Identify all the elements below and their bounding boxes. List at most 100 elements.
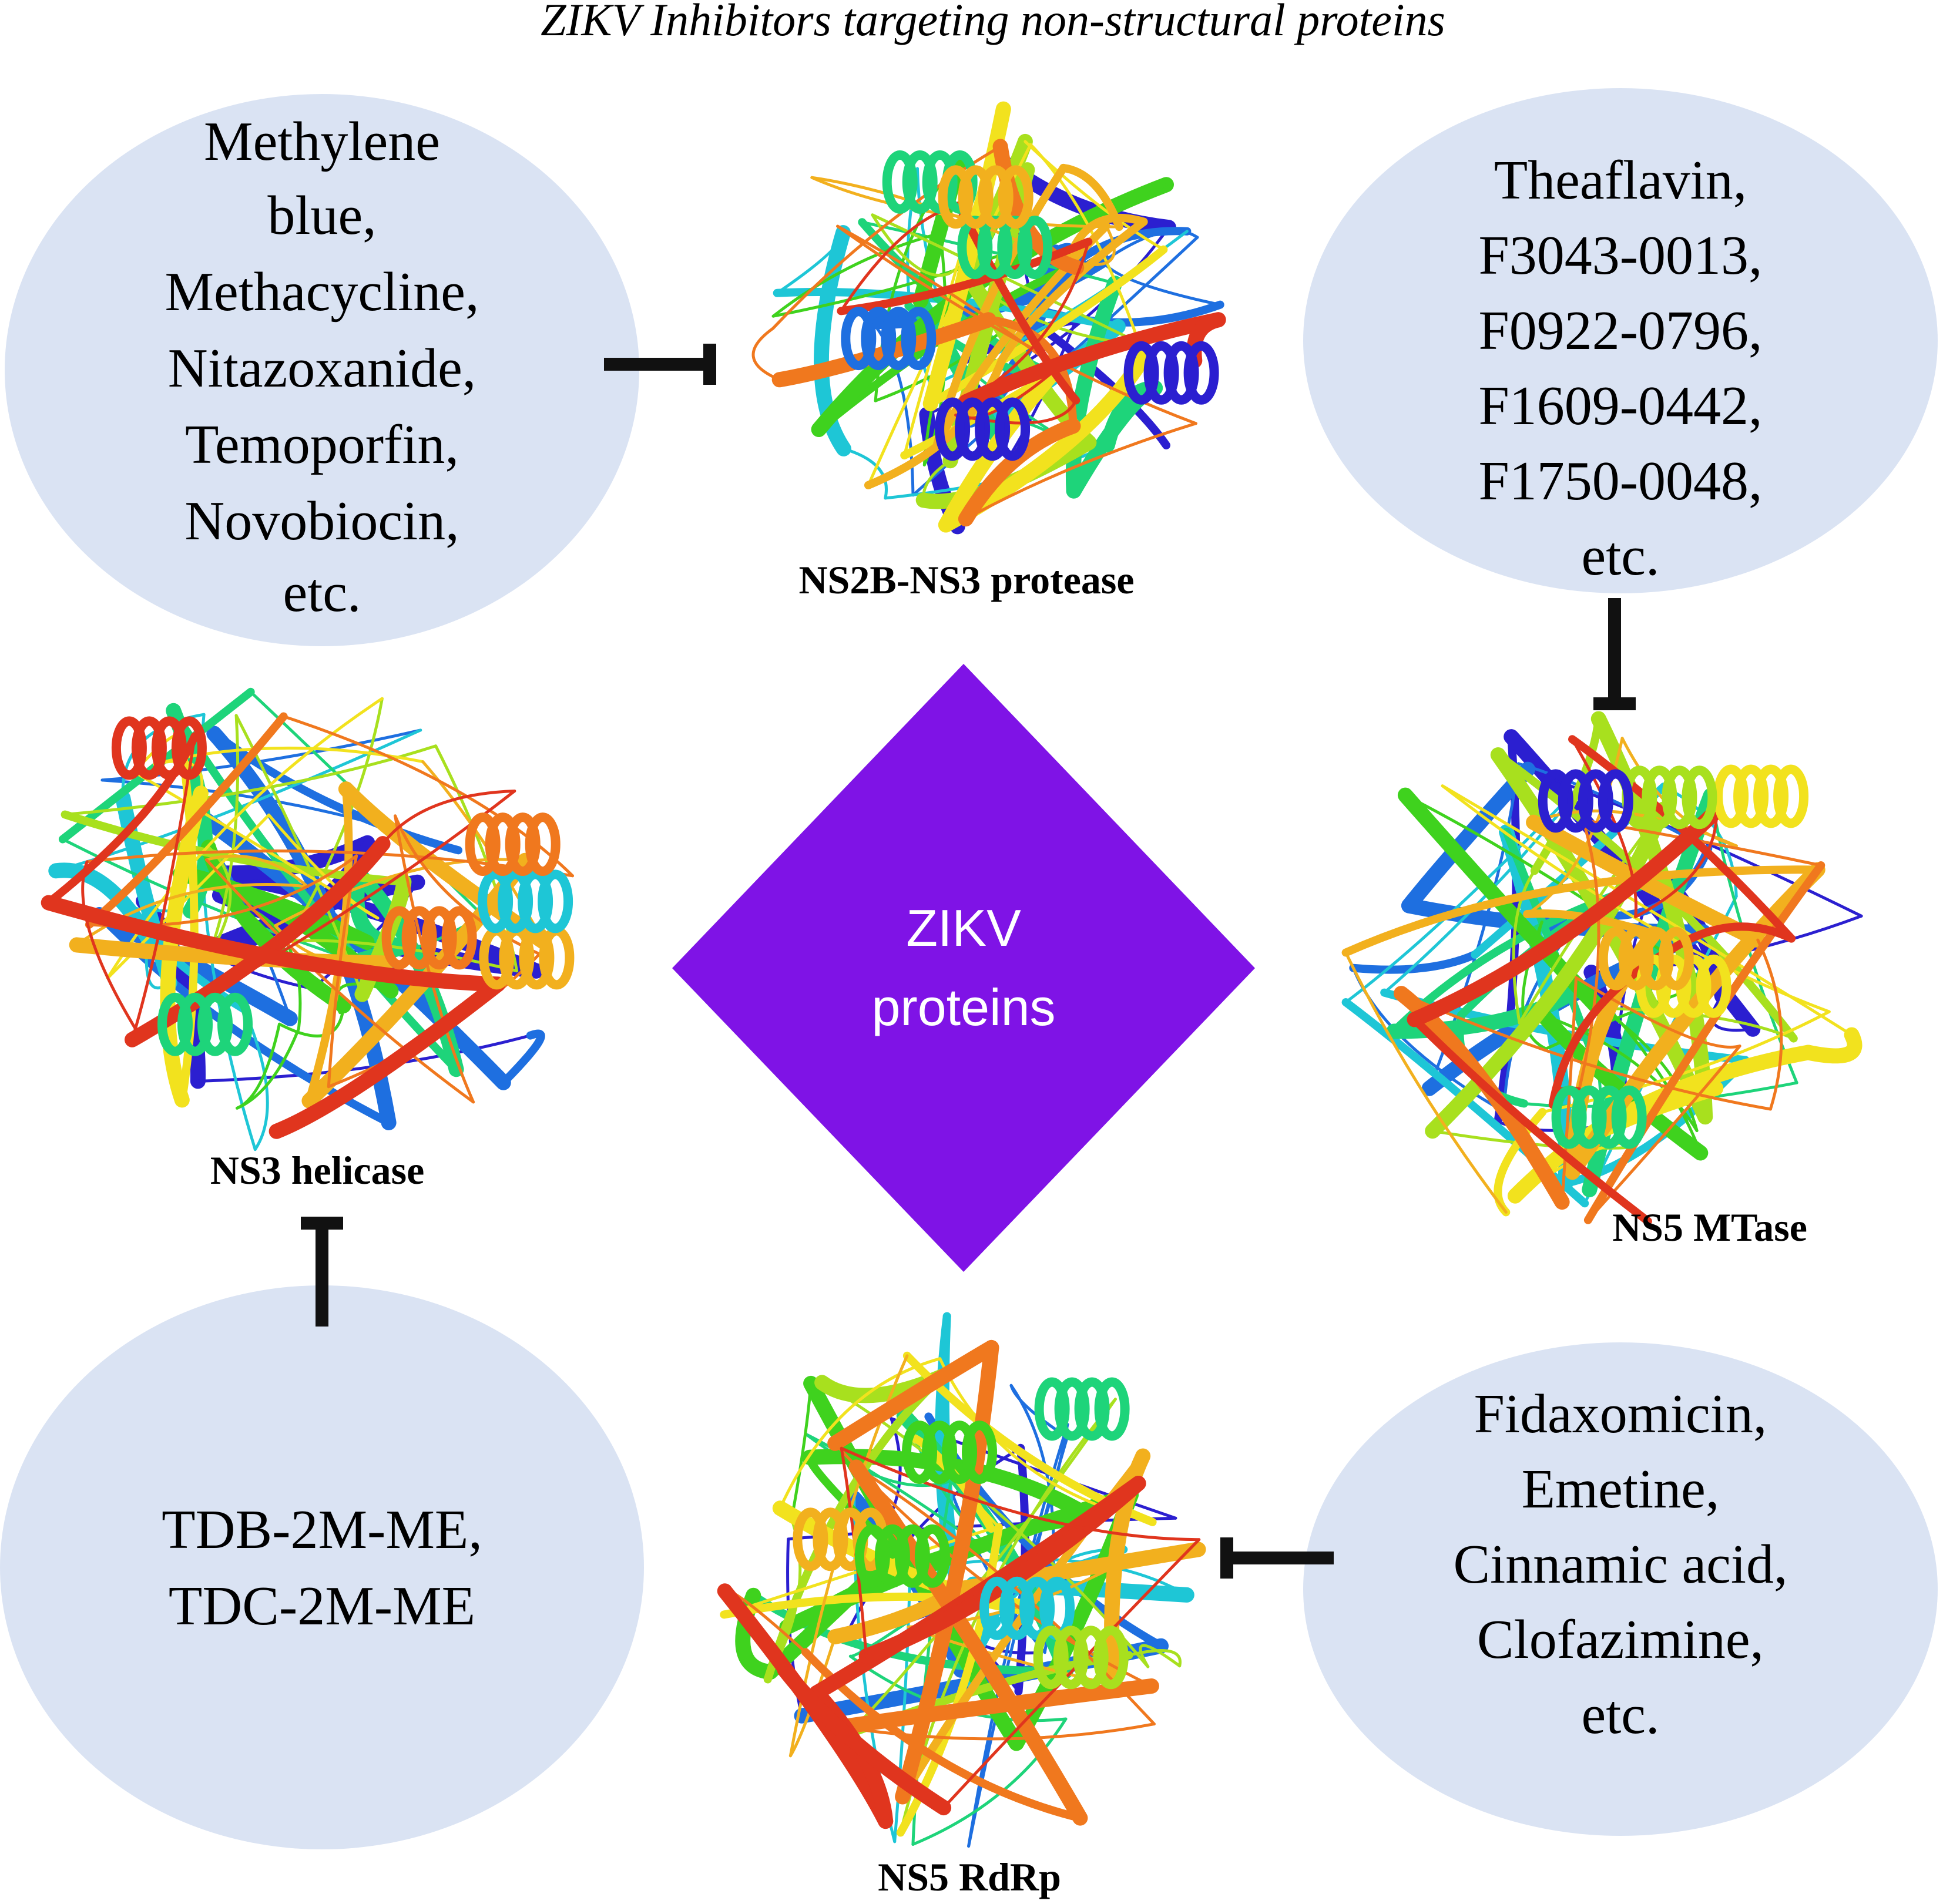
inhibitor-list-protease: Methylene blue, Methacycline, Nitazoxani… xyxy=(165,111,479,623)
helix-coil xyxy=(518,869,553,933)
ribbon-segment xyxy=(1565,862,1825,1180)
ribbon-segment xyxy=(840,1446,1201,1542)
inhibitor-list-helicase: TDB-2M-ME, TDC-2M-ME xyxy=(162,1499,482,1637)
ribbon-segment xyxy=(984,315,1078,431)
ribbon-segment xyxy=(751,327,781,381)
ribbon-segment xyxy=(394,814,541,956)
helix-coil xyxy=(1033,1626,1069,1690)
helix-coil xyxy=(1598,769,1633,833)
helix-coil xyxy=(1733,764,1769,828)
inhibitor-name: Methacycline, xyxy=(165,261,479,323)
helix-coil xyxy=(881,307,917,371)
ribbon-segment xyxy=(834,1678,1159,1735)
helix-coil xyxy=(525,812,561,877)
helix-coil xyxy=(1143,341,1179,405)
protein-label-ns5-rdrp: NS5 RdRp xyxy=(878,1855,1061,1899)
ribbon-segment xyxy=(1535,1008,1709,1161)
helix-coil xyxy=(421,906,457,970)
ribbon-segment xyxy=(1583,861,1825,1224)
ribbon-segment xyxy=(282,715,574,878)
ribbon-segment xyxy=(130,734,196,1042)
ribbon-segment xyxy=(269,976,506,1139)
helix-coil xyxy=(1638,926,1674,990)
ribbon-segment xyxy=(842,447,888,500)
ribbon-segment xyxy=(75,883,309,946)
helix-coil xyxy=(1682,765,1717,830)
ribbon-segment xyxy=(1127,1649,1182,1668)
helix-coil xyxy=(955,397,991,461)
ribbon-segment xyxy=(864,355,1006,489)
inhibitor-list-rdrp: Fidaxomicin, Emetine, Cinnamic acid, Clo… xyxy=(1453,1383,1787,1745)
helix-coil xyxy=(1618,926,1654,990)
helix-coil xyxy=(441,906,477,970)
helix-coil xyxy=(177,992,213,1056)
helix-coil xyxy=(1662,765,1697,830)
helix-coil xyxy=(157,992,193,1056)
inhibitor-bubble-helicase xyxy=(0,1285,644,1849)
helix-coil xyxy=(485,812,521,877)
ribbon-segment xyxy=(998,217,1148,364)
helix-coil xyxy=(539,926,575,990)
inhibitor-name: blue, xyxy=(267,185,376,246)
ribbon-segment xyxy=(778,1357,942,1510)
ribbon-segment xyxy=(1512,869,1536,1025)
protein-structure-ns3-helicase xyxy=(41,687,575,1151)
helix-coil xyxy=(922,1421,957,1485)
ribbon-segment xyxy=(1349,950,1479,974)
ribbon-segment xyxy=(1570,737,1637,919)
helix-coil xyxy=(1163,341,1199,405)
helix-coil xyxy=(538,869,573,933)
helix-coil xyxy=(942,1421,977,1485)
helix-coil xyxy=(1019,1576,1055,1640)
helix-coil xyxy=(1538,769,1573,833)
helix-coil xyxy=(1571,1085,1607,1149)
helix-coil xyxy=(1598,926,1634,990)
helix-coil xyxy=(995,397,1031,461)
helix-coil xyxy=(111,716,147,780)
ribbon-segment xyxy=(1341,865,1822,957)
inhibitor-name: TDC-2M-ME xyxy=(169,1576,475,1637)
ribbon-segment xyxy=(763,1372,946,1684)
helix-coil xyxy=(958,165,994,229)
ribbon-segment xyxy=(1578,818,1600,1090)
helix-coil xyxy=(1054,1377,1090,1441)
diagram-title: ZIKV Inhibitors targeting non-structural… xyxy=(541,0,1445,45)
ribbon-segment xyxy=(958,312,1226,409)
inhibitor-name: Methylene xyxy=(204,111,440,172)
ribbon-segment xyxy=(771,231,942,318)
helix-coil xyxy=(1591,1085,1627,1149)
inhibitor-name: F3043-0013, xyxy=(1478,225,1762,286)
inhibitor-name: Emetine, xyxy=(1522,1459,1720,1520)
helix-coil xyxy=(498,869,533,933)
helix-coil xyxy=(1773,764,1809,828)
inhibitor-bubble-protease xyxy=(5,94,639,646)
helix-coil xyxy=(505,812,541,877)
protein-label-ns2b-ns3-protease: NS2B-NS3 protease xyxy=(798,558,1134,602)
ribbon-segment xyxy=(499,1029,545,1087)
helix-coil xyxy=(1578,769,1613,833)
inhibitor-name: F0922-0796, xyxy=(1478,300,1762,361)
inhibitor-name: F1750-0048, xyxy=(1478,451,1762,512)
helix-coil xyxy=(151,716,187,780)
inhibition-bar-protease xyxy=(604,344,716,385)
inhibitor-name: etc. xyxy=(1581,1684,1659,1745)
helix-coil xyxy=(1093,1626,1129,1690)
helix-coil xyxy=(1658,926,1694,990)
inhibitor-name: TDB-2M-ME, xyxy=(162,1499,482,1560)
ribbon-segment xyxy=(1410,1015,1652,1225)
ribbon-segment xyxy=(1400,992,1772,1111)
ribbon-segment xyxy=(848,1459,1088,1826)
helix-coil xyxy=(1713,764,1749,828)
inhibition-bar-mtase xyxy=(1593,598,1636,710)
ribbon-segment xyxy=(41,895,506,992)
inhibitor-name: Nitazoxanide, xyxy=(168,338,476,399)
protein-label-ns5-mtase: NS5 MTase xyxy=(1612,1205,1807,1250)
ribbon-segment xyxy=(840,1722,1156,1741)
helix-coil xyxy=(217,992,253,1056)
ribbon-segment xyxy=(1344,951,1508,1214)
inhibitor-name: Temoporfin, xyxy=(185,414,459,475)
helix-coil xyxy=(793,1507,828,1571)
helix-coil xyxy=(1094,1377,1130,1441)
helix-coil xyxy=(131,716,167,780)
protein-structure-ns2b-ns3-protease xyxy=(751,101,1226,535)
